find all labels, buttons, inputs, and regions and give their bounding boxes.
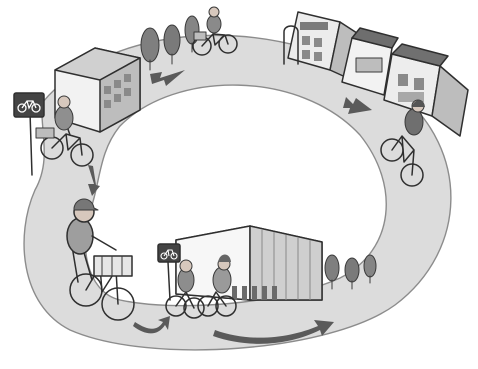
bicycle-parking-building — [176, 226, 322, 300]
